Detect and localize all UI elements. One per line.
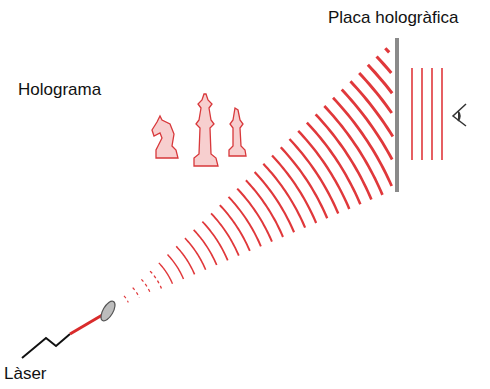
wavefront-arc (185, 238, 206, 270)
wavefront-arc (246, 180, 283, 237)
wavefront-arc (385, 48, 389, 52)
laser-beam (70, 314, 104, 334)
wavefront-arc (237, 189, 272, 242)
wavefront-arc (255, 172, 294, 232)
pawn-piece (229, 108, 246, 156)
plane-waves (412, 68, 442, 160)
wavefront-arc (159, 263, 173, 284)
chess-pieces (152, 94, 246, 166)
wavefront-arc (202, 222, 227, 261)
plate-label: Placa hologràfica (328, 8, 458, 28)
wavefront-arc (211, 213, 239, 255)
laser-label: Làser (4, 364, 47, 384)
wavefront-arc (220, 205, 250, 251)
king-piece (194, 94, 218, 166)
wavefront-arc (124, 296, 128, 303)
holographic-plate (395, 38, 399, 192)
wavefronts (124, 48, 393, 302)
wavefront-arc (377, 57, 392, 73)
hologram-label: Holograma (18, 80, 101, 100)
laser-symbol (22, 334, 70, 358)
wavefront-arc (133, 288, 140, 298)
eye (453, 104, 466, 126)
wavefront-arc (263, 164, 305, 228)
wavefront-arc (141, 279, 150, 293)
wavefront-arc (228, 197, 260, 246)
wavefront-arc (150, 271, 161, 288)
knight-piece (152, 116, 178, 158)
wavefront-arc (272, 156, 316, 223)
wavefront-arc (176, 246, 194, 274)
wavefront-arc (168, 255, 184, 279)
lens (98, 299, 118, 323)
wavefront-arc (359, 73, 392, 113)
wavefront-arc (350, 81, 392, 136)
